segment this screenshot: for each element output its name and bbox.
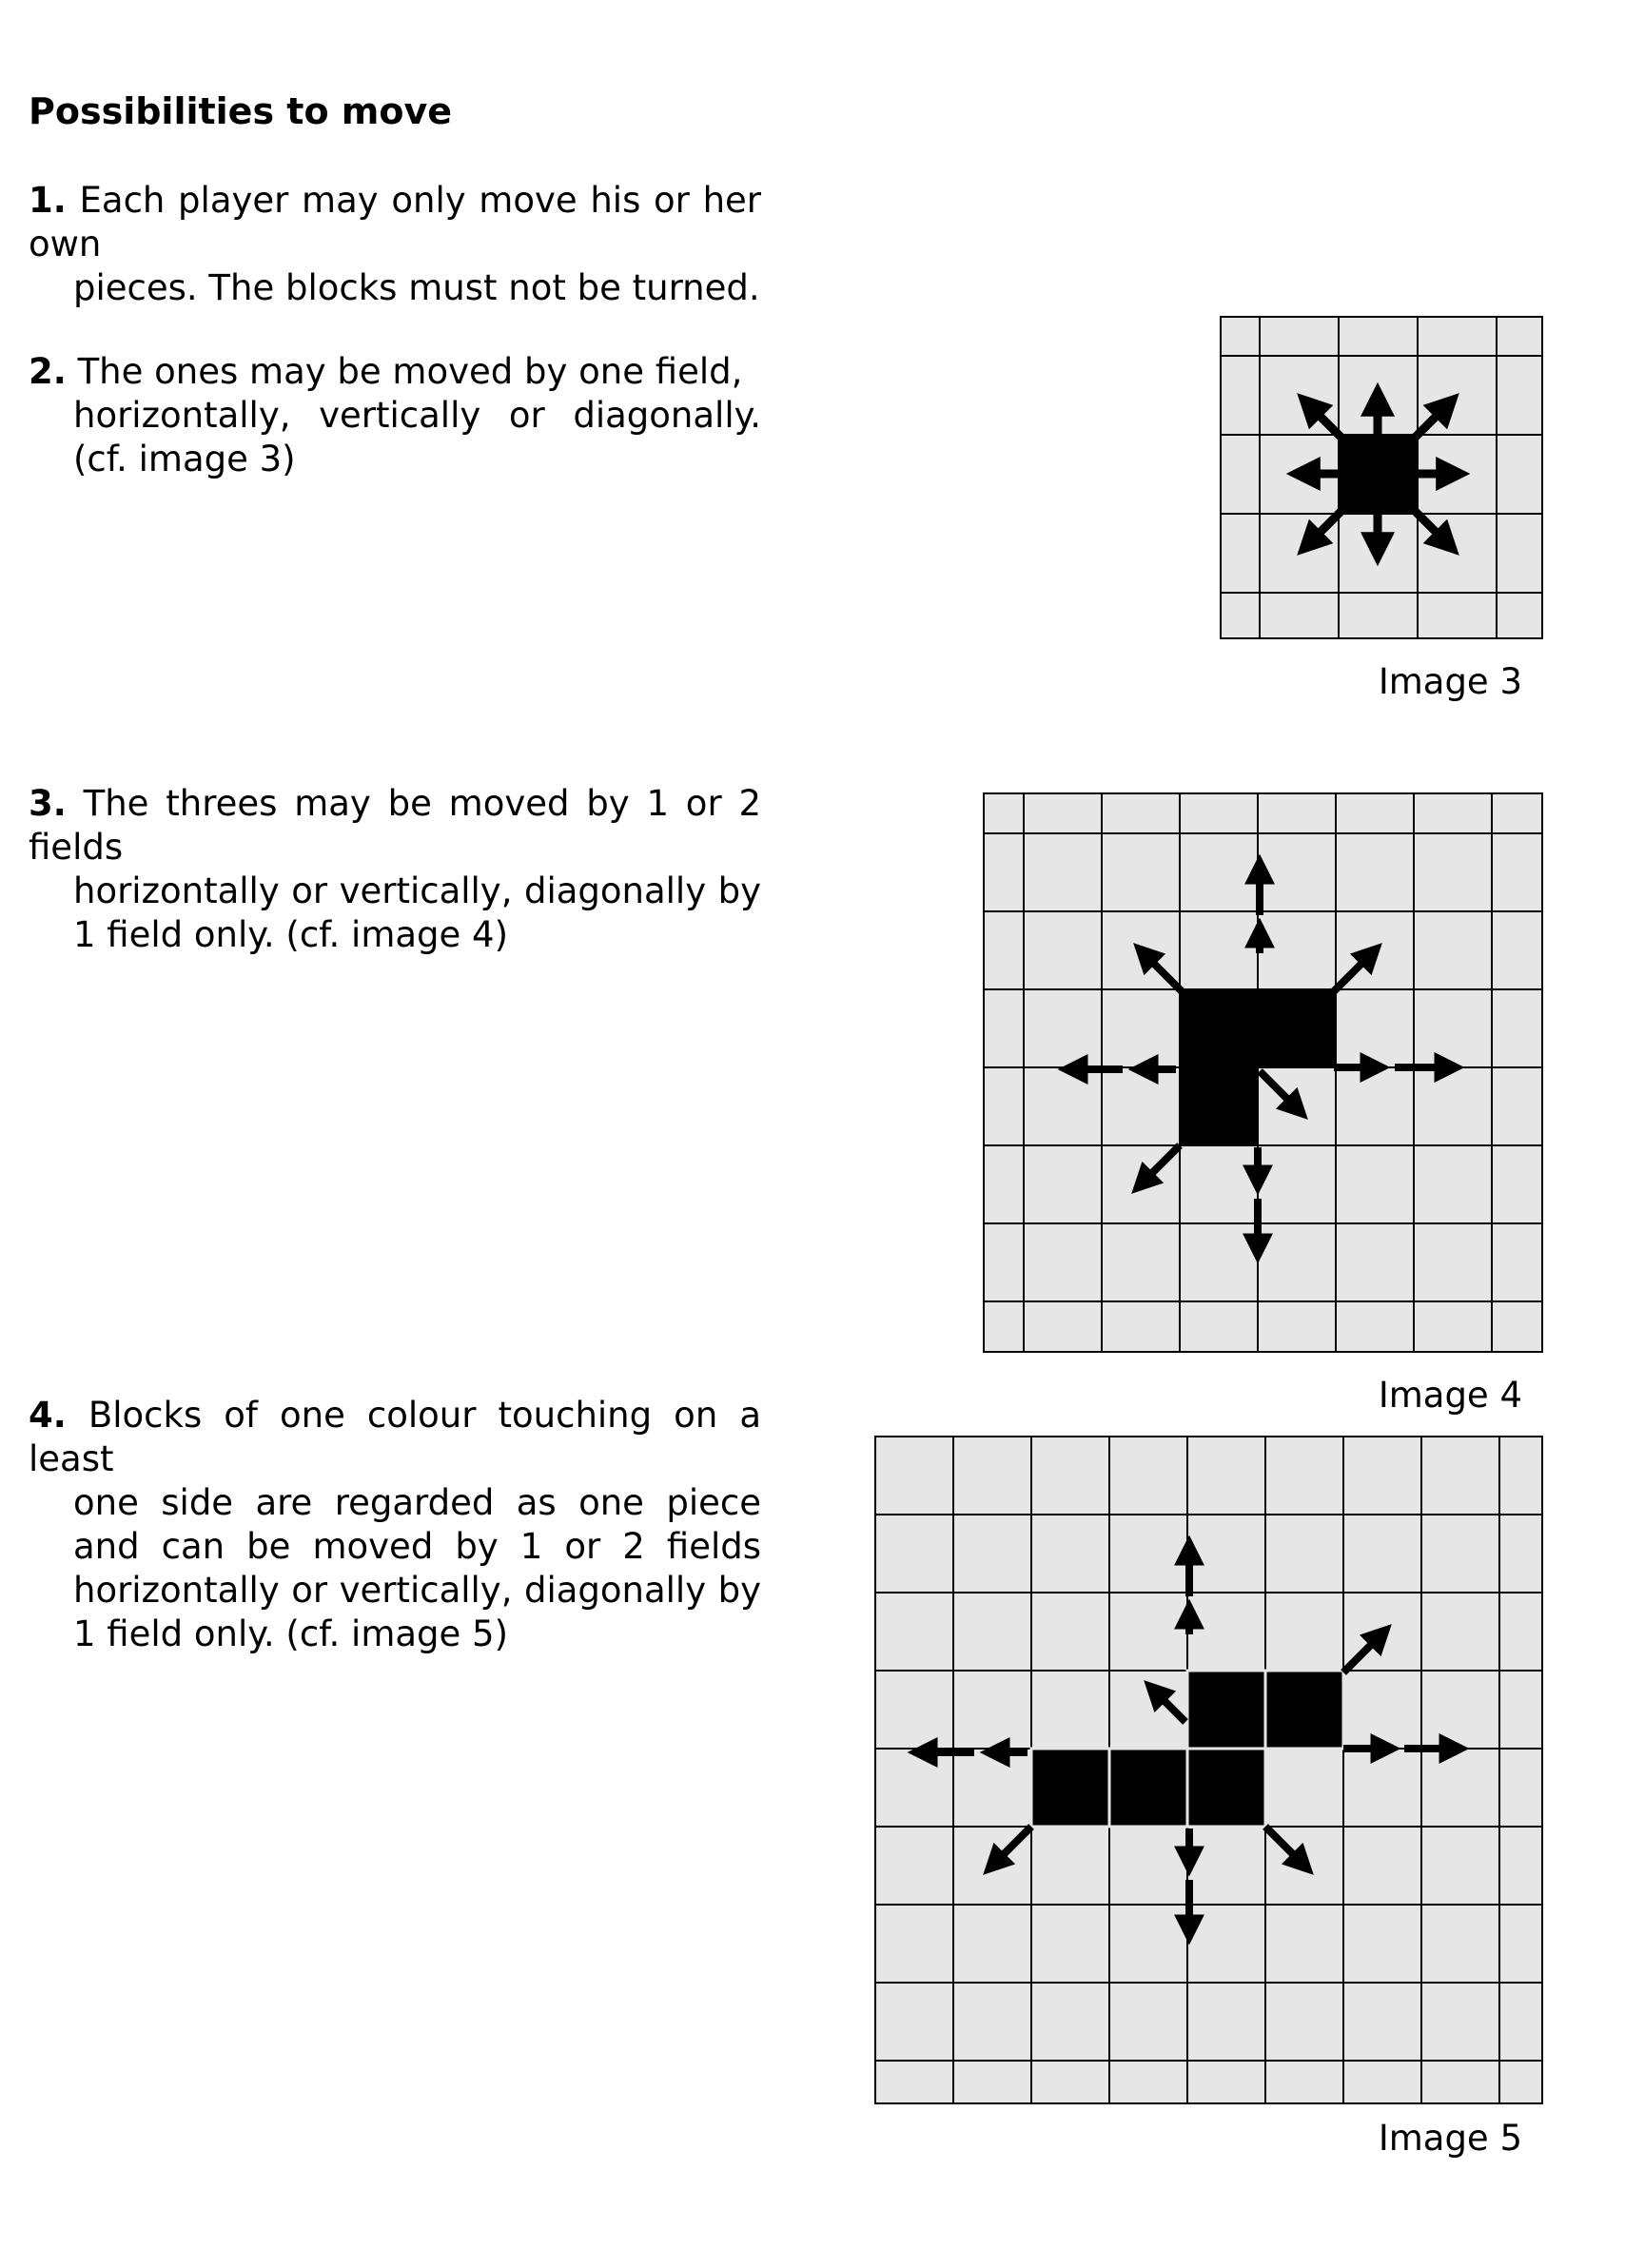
move-arrow bbox=[1297, 506, 1346, 556]
page-heading: Possibilities to move bbox=[29, 90, 453, 132]
move-arrow bbox=[1133, 943, 1184, 994]
move-arrow bbox=[1331, 943, 1382, 994]
piece-block bbox=[1185, 1747, 1267, 1828]
image-5-diagram bbox=[874, 1436, 1543, 2104]
rule-text-rest: horizontally or vertically, diagonally b… bbox=[73, 870, 761, 955]
piece-block bbox=[1107, 1747, 1189, 1828]
move-arrow bbox=[1257, 1068, 1308, 1120]
game-piece bbox=[1339, 435, 1418, 514]
rule-number: 2. bbox=[29, 351, 67, 392]
game-piece bbox=[1180, 989, 1336, 1145]
move-arrow bbox=[983, 1824, 1034, 1875]
move-arrow bbox=[1410, 393, 1459, 442]
rule-text-first: Each player may only move his or her own bbox=[29, 180, 762, 264]
image-5-caption: Image 5 bbox=[1378, 2118, 1522, 2159]
move-arrows bbox=[907, 1535, 1470, 1945]
image-4-caption: Image 4 bbox=[1378, 1375, 1522, 1416]
rule-number: 3. bbox=[29, 783, 67, 824]
rule-text-rest: one side are regarded as one piece and c… bbox=[73, 1482, 761, 1654]
game-piece bbox=[1029, 1669, 1345, 1828]
rule-1: 1. Each player may only move his or her … bbox=[29, 179, 761, 310]
image-4-diagram bbox=[983, 792, 1543, 1353]
piece-block bbox=[1263, 1669, 1345, 1750]
image-3-caption: Image 3 bbox=[1378, 661, 1522, 702]
move-arrows bbox=[1057, 853, 1465, 1264]
rule-text-first: Blocks of one colour touching on a least bbox=[29, 1395, 761, 1479]
rule-number: 1. bbox=[29, 180, 67, 221]
move-arrow bbox=[1410, 506, 1459, 556]
move-arrow bbox=[1131, 1143, 1183, 1194]
image-3-diagram bbox=[1220, 316, 1543, 639]
image-3-svg bbox=[1220, 316, 1543, 639]
rule-text-first: The threes may be moved by 1 or 2 fields bbox=[29, 783, 761, 868]
image-4-svg bbox=[983, 792, 1543, 1353]
rule-number: 4. bbox=[29, 1395, 67, 1436]
move-arrows bbox=[1285, 381, 1471, 567]
rule-text-rest: pieces. The blocks must not be turned. bbox=[73, 267, 760, 308]
rule-2: 2. The ones may be moved by one field, h… bbox=[29, 350, 761, 481]
piece-block bbox=[1029, 1747, 1111, 1828]
move-arrow bbox=[1144, 1680, 1188, 1725]
piece-block bbox=[1185, 1669, 1267, 1750]
image-5-svg bbox=[874, 1436, 1543, 2104]
rule-3: 3. The threes may be moved by 1 or 2 fie… bbox=[29, 782, 761, 957]
rule-text-first: The ones may be moved by one field, bbox=[77, 351, 743, 392]
move-arrow bbox=[1341, 1624, 1392, 1675]
move-arrow bbox=[1263, 1824, 1314, 1875]
move-arrow bbox=[1297, 393, 1346, 442]
rule-text-rest: horizontally, vertically or diagonally. … bbox=[73, 395, 761, 479]
rule-4: 4. Blocks of one colour touching on a le… bbox=[29, 1394, 761, 1656]
